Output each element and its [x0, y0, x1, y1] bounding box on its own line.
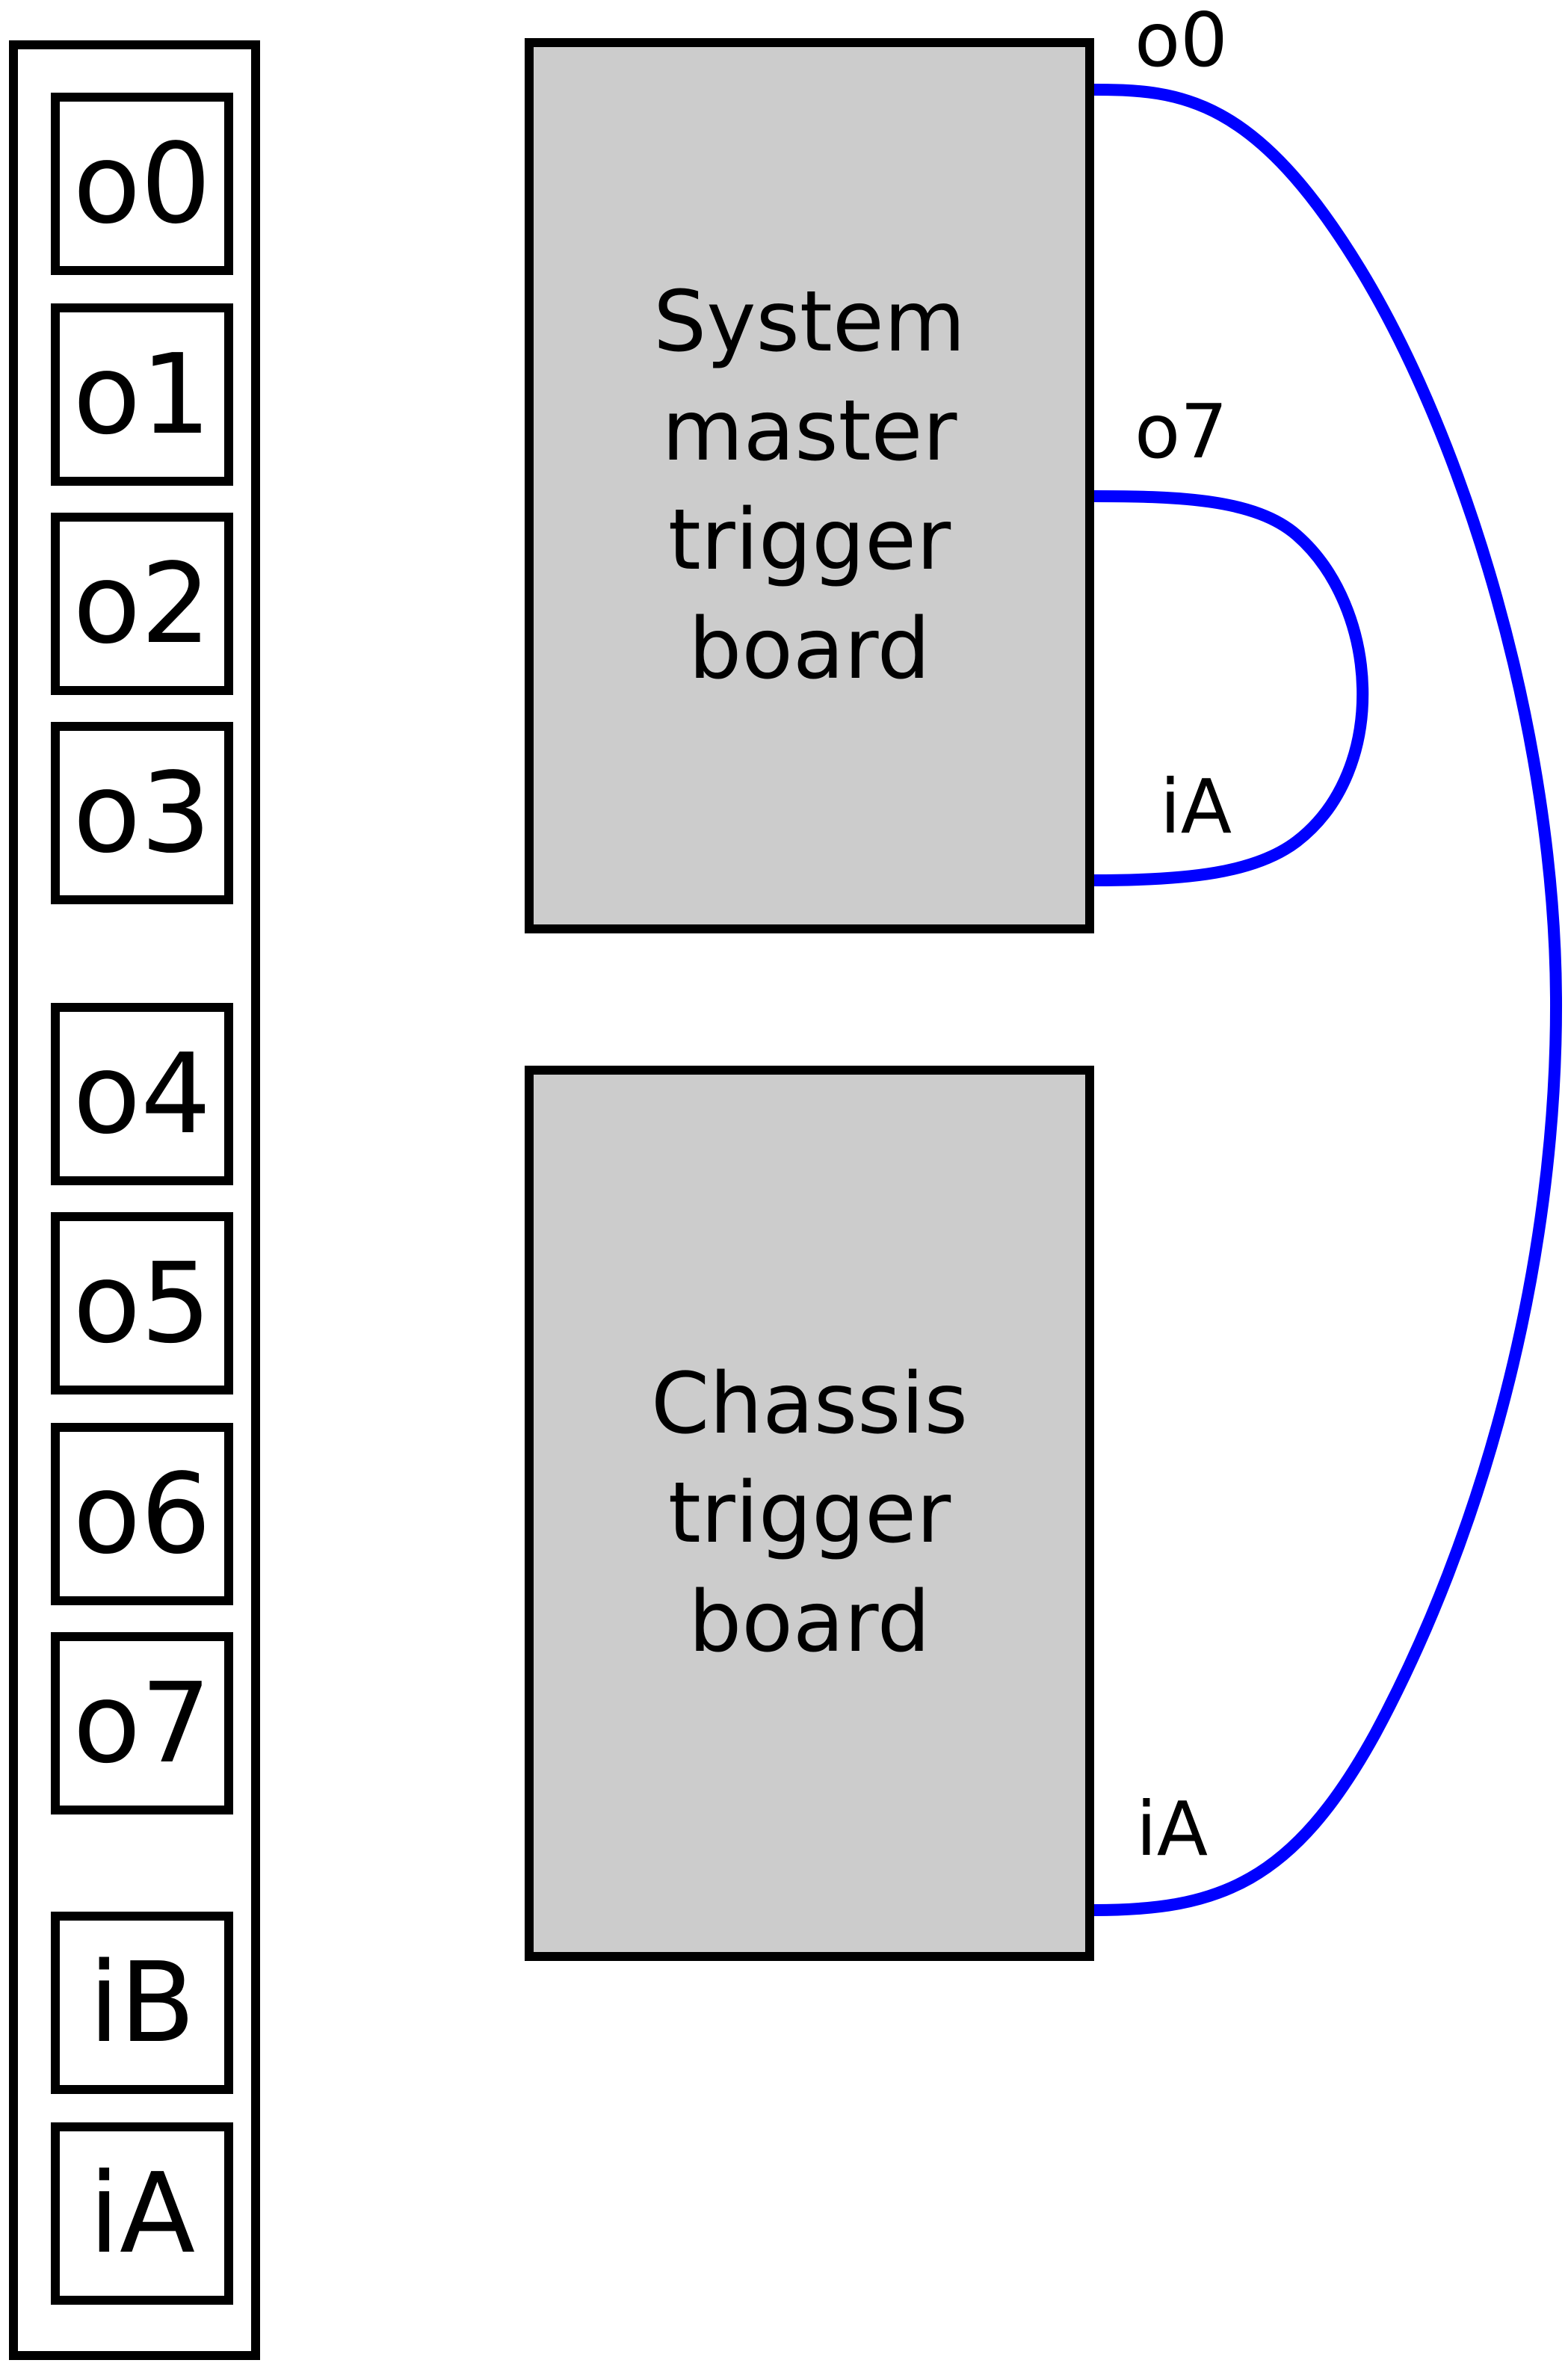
system-master-board-label: System master trigger board — [653, 274, 966, 698]
port-o1: o1 — [51, 303, 233, 486]
chassis-board-label: Chassis trigger board — [651, 1356, 968, 1671]
chassis-trigger-board: Chassis trigger board — [525, 1066, 1094, 1961]
connector-label-master-iA: iA — [1160, 763, 1232, 850]
wire-master-o7-to-master-iA — [1093, 490, 1369, 886]
port-iB: iB — [51, 1912, 233, 2094]
port-iA: iA — [51, 2122, 233, 2305]
port-o4: o4 — [51, 1003, 233, 1185]
port-o5: o5 — [51, 1212, 233, 1394]
port-o7: o7 — [51, 1632, 233, 1814]
port-o3: o3 — [51, 722, 233, 904]
port-o0: o0 — [51, 93, 233, 275]
port-o6: o6 — [51, 1423, 233, 1605]
wire-master-o0-to-chassis-iA — [1093, 84, 1563, 1916]
system-master-trigger-board: System master trigger board — [525, 38, 1094, 933]
trigger-port-panel: o0 o1 o2 o3 o4 o5 o6 o7 iB iA — [9, 40, 260, 2360]
connector-label-master-o7: o7 — [1135, 388, 1228, 475]
connector-label-chassis-iA: iA — [1136, 1785, 1209, 1873]
connector-label-master-o0: o0 — [1135, 0, 1228, 84]
port-o2: o2 — [51, 513, 233, 695]
